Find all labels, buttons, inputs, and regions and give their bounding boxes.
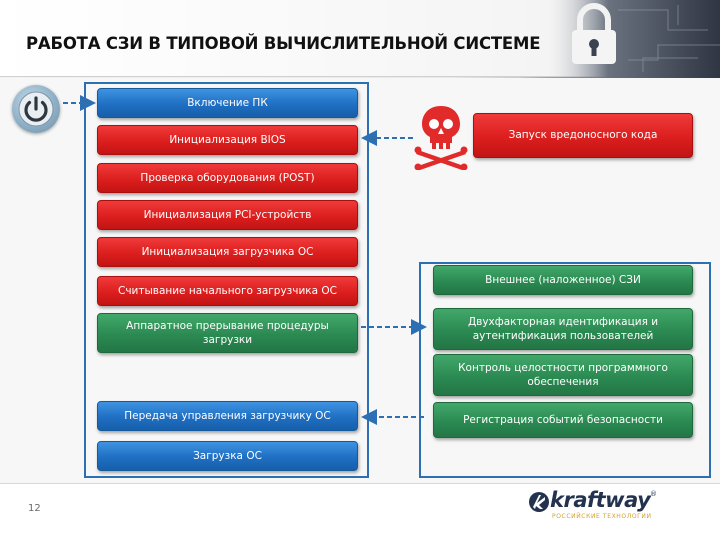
logo-tagline: РОССИЙСКИЕ ТЕХНОЛОГИИ bbox=[552, 513, 652, 520]
szi-two-factor-auth: Двухфакторная идентификация и аутентифик… bbox=[433, 308, 693, 350]
boot-step-hw-interrupt: Аппаратное прерывание процедуры загрузки bbox=[97, 313, 358, 353]
footer-divider bbox=[0, 483, 720, 484]
header-title-band bbox=[0, 0, 610, 77]
kraftway-logo-icon bbox=[529, 492, 549, 512]
slide-title: РАБОТА СЗИ В ТИПОВОЙ ВЫЧИСЛИТЕЛЬНОЙ СИСТ… bbox=[26, 34, 541, 53]
padlock-icon bbox=[548, 0, 720, 78]
logo-registered-mark: ® bbox=[650, 490, 657, 498]
boot-step-post: Проверка оборудования (POST) bbox=[97, 163, 358, 193]
skull-crossbones-icon bbox=[413, 104, 469, 171]
boot-step-read-loader: Считывание начального загрузчика ОС bbox=[97, 276, 358, 306]
boot-step-loader-init: Инициализация загрузчика ОС bbox=[97, 237, 358, 267]
szi-external-overlay: Внешнее (наложенное) СЗИ bbox=[433, 265, 693, 295]
szi-integrity-control: Контроль целостности программного обеспе… bbox=[433, 354, 693, 396]
szi-event-logging: Регистрация событий безопасности bbox=[433, 402, 693, 438]
kraftway-logo: kraftway ® РОССИЙСКИЕ ТЕХНОЛОГИИ bbox=[528, 488, 688, 524]
boot-step-power-on: Включение ПК bbox=[97, 88, 358, 118]
boot-step-bios-init: Инициализация BIOS bbox=[97, 125, 358, 155]
boot-step-load-os: Загрузка ОС bbox=[97, 441, 358, 471]
slide-header: РАБОТА СЗИ В ТИПОВОЙ ВЫЧИСЛИТЕЛЬНОЙ СИСТ… bbox=[0, 0, 720, 78]
boot-sequence-frame bbox=[84, 82, 369, 478]
power-icon bbox=[12, 85, 60, 133]
boot-step-pci-init: Инициализация PCI-устройств bbox=[97, 200, 358, 230]
boot-step-transfer-control: Передача управления загрузчику ОС bbox=[97, 401, 358, 431]
page-number: 12 bbox=[28, 503, 41, 514]
threat-malicious-code: Запуск вредоносного кода bbox=[473, 113, 693, 158]
szi-frame bbox=[419, 262, 711, 478]
logo-name: kraftway bbox=[550, 488, 651, 512]
